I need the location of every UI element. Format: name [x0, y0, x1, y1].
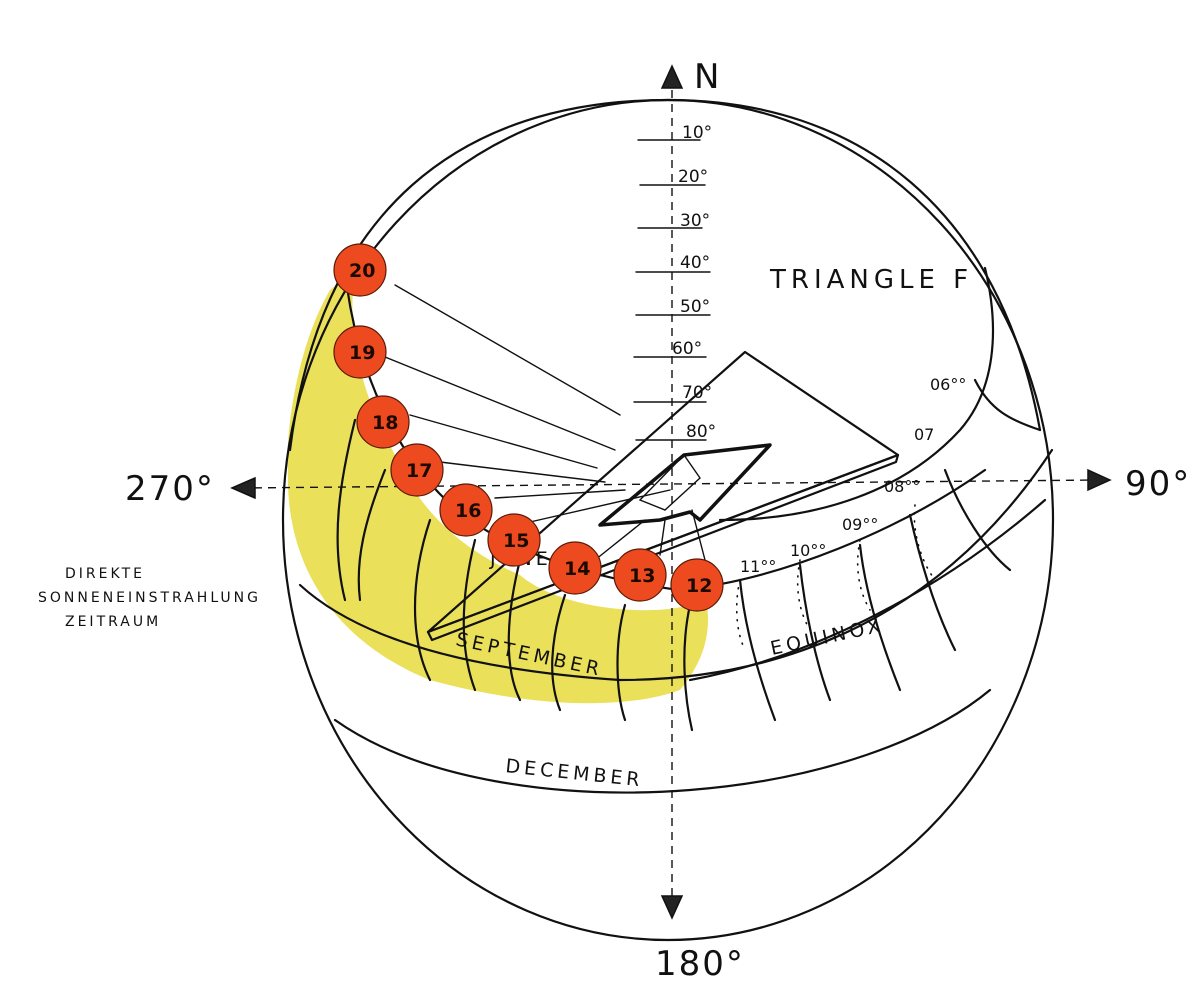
sun-hour-label-16: 16: [455, 500, 481, 522]
sun-hour-label-17: 17: [406, 460, 432, 482]
altitude-label-60: 60°: [672, 339, 702, 359]
altitude-label-10: 10°: [682, 123, 712, 143]
sun-rays: [379, 284, 706, 561]
sun-positions: 20 19 18 17 16 15 14 13 12: [333, 243, 724, 612]
hour-label-11: 11°°: [740, 557, 776, 576]
sun-position-17: 17: [390, 443, 444, 497]
sun-disc-19: [333, 325, 387, 379]
north-label: N: [694, 57, 721, 97]
east-label: 90°: [1125, 464, 1191, 504]
sun-hour-label-18: 18: [372, 412, 398, 434]
sun-disc-17: [390, 443, 444, 497]
sun-position-16: 16: [439, 483, 493, 537]
sun-position-14: 14: [548, 541, 602, 595]
sun-hour-label-13: 13: [629, 565, 655, 587]
sun-position-20: 20: [333, 243, 387, 297]
direct-sun-period-area: [287, 270, 709, 704]
hour-label-10: 10°°: [790, 541, 826, 560]
altitude-ticks: [633, 139, 711, 441]
december-path: [333, 688, 992, 794]
sun-disc-16: [439, 483, 493, 537]
sun-position-18: 18: [356, 395, 410, 449]
sun-position-13: 13: [613, 548, 667, 602]
direct-sun-note-line3: ZEITRAUM: [65, 614, 161, 630]
direct-sun-note-line2: SONNENEINSTRAHLUNG: [38, 590, 261, 606]
equinox-path-inner: [688, 498, 1047, 682]
equinox-label: EQUINOX: [768, 614, 886, 660]
sun-disc-15: [487, 513, 541, 567]
west-arrowhead: [230, 476, 256, 500]
triangle-f-label: TRIANGLE F: [769, 265, 973, 295]
sun-position-19: 19: [333, 325, 387, 379]
hour-guides: [735, 504, 936, 651]
sun-position-12: 12: [670, 558, 724, 612]
east-west-axis: [239, 479, 1101, 489]
sun-hour-label-19: 19: [349, 342, 375, 364]
hour-label-08: 08°°: [884, 477, 920, 496]
sun-hour-label-20: 20: [349, 260, 375, 282]
sun-hour-label-14: 14: [564, 558, 590, 580]
altitude-label-30: 30°: [680, 211, 710, 231]
sun-disc-12: [670, 558, 724, 612]
sun-disc-14: [548, 541, 602, 595]
sun-disc-13: [613, 548, 667, 602]
sun-disc-18: [356, 395, 410, 449]
altitude-label-20: 20°: [678, 167, 708, 187]
north-arrowhead: [660, 64, 684, 89]
hour-label-06: 06°°: [930, 375, 966, 394]
horizon-ring-lower: [718, 266, 995, 522]
west-label: 270°: [125, 469, 215, 509]
sun-hour-label-12: 12: [686, 575, 712, 597]
direct-sun-note-line1: DIREKTE: [65, 566, 145, 582]
altitude-label-80: 80°: [686, 422, 716, 442]
sun-hour-label-15: 15: [503, 530, 529, 552]
altitude-label-70: 70°: [682, 383, 712, 403]
hour-lines: [336, 378, 1042, 732]
altitude-label-50: 50°: [680, 297, 710, 317]
altitude-label-40: 40°: [680, 253, 710, 273]
south-label: 180°: [655, 944, 745, 984]
south-arrowhead: [660, 895, 684, 920]
east-arrowhead: [1087, 468, 1112, 492]
sun-position-15: 15: [487, 513, 541, 567]
sun-disc-20: [333, 243, 387, 297]
equinox-path: [298, 448, 1054, 682]
hour-label-09: 09°°: [842, 515, 878, 534]
hour-label-07: 07: [914, 425, 934, 444]
